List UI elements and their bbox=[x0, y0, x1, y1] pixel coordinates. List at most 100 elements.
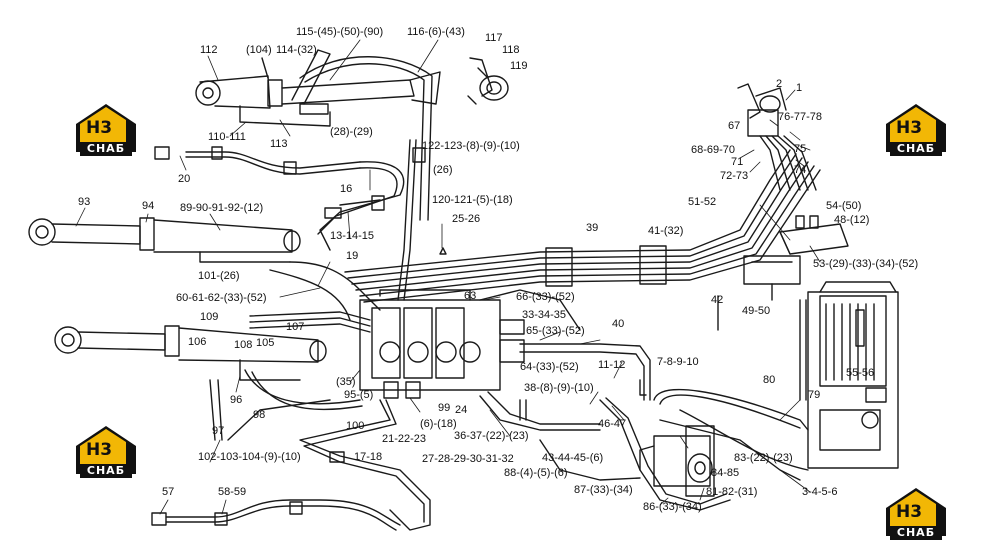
part-label: 58-59 bbox=[218, 486, 247, 498]
part-label: 39 bbox=[586, 222, 599, 234]
part-label: 38-(8)-(9)-(10) bbox=[524, 382, 594, 394]
part-label: 95-(5) bbox=[344, 389, 374, 401]
part-label: 24 bbox=[455, 404, 468, 416]
part-label: 86-(33)-(34) bbox=[643, 501, 702, 513]
part-label: 102-103-104-(9)-(10) bbox=[198, 451, 301, 463]
part-label: 41-(32) bbox=[648, 225, 684, 237]
brand-logo: H3 СНАБ bbox=[886, 100, 946, 160]
cylinder-left-upper bbox=[28, 217, 301, 263]
part-label: (35) bbox=[336, 376, 356, 388]
part-label: 105 bbox=[256, 337, 275, 349]
part-label: 72-73 bbox=[720, 170, 749, 182]
part-label: 107 bbox=[286, 321, 305, 333]
part-label: 97 bbox=[212, 425, 225, 437]
logo-name: СНАБ bbox=[890, 142, 942, 156]
part-label: 43-44-45-(6) bbox=[542, 452, 604, 464]
part-label: (26) bbox=[433, 164, 453, 176]
part-label: 60-61-62-(33)-(52) bbox=[176, 292, 267, 304]
part-label: 7-8-9-10 bbox=[657, 356, 699, 368]
part-label: 87-(33)-(34) bbox=[574, 484, 633, 496]
part-label: 64-(33)-(52) bbox=[520, 361, 579, 373]
cylinder-hoses bbox=[209, 261, 381, 441]
part-label: 54-(50) bbox=[826, 200, 862, 212]
part-label: 42 bbox=[711, 294, 724, 306]
part-label: 88-(4)-(5)-(6) bbox=[504, 467, 568, 479]
part-label: 75 bbox=[794, 143, 807, 155]
part-label: 51-52 bbox=[688, 196, 717, 208]
part-label: 76-77-78 bbox=[778, 111, 823, 123]
logo-mark: H3 bbox=[896, 502, 923, 522]
part-label: 106 bbox=[188, 336, 207, 348]
part-label: 110-111 bbox=[208, 131, 246, 143]
part-label: 79 bbox=[808, 389, 821, 401]
part-label: 17-18 bbox=[354, 451, 383, 463]
part-label: 2 bbox=[776, 78, 783, 90]
brand-logo: H3 СНАБ bbox=[76, 422, 136, 482]
bracket-assembly bbox=[467, 57, 509, 105]
part-label: 27-28-29-30-31-32 bbox=[422, 453, 514, 465]
part-label: 99 bbox=[438, 402, 451, 414]
logo-name: СНАБ bbox=[80, 142, 132, 156]
part-label: 112 bbox=[200, 44, 218, 56]
part-label: 21-22-23 bbox=[382, 433, 427, 445]
hose-bundle bbox=[344, 149, 821, 303]
part-label: 16 bbox=[340, 183, 353, 195]
part-label: 96 bbox=[230, 394, 243, 406]
part-label: 100 bbox=[346, 420, 365, 432]
part-label: 101-(26) bbox=[198, 270, 240, 282]
fittings bbox=[151, 146, 426, 526]
part-label: 57 bbox=[162, 486, 175, 498]
part-label: 40 bbox=[612, 318, 625, 330]
part-label: 113 bbox=[270, 138, 288, 150]
logo-mark: H3 bbox=[86, 440, 113, 460]
brand-logo: H3 СНАБ bbox=[886, 484, 946, 544]
part-label: 46-47 bbox=[598, 418, 627, 430]
filter-unit bbox=[743, 255, 801, 301]
part-label: 67 bbox=[728, 120, 741, 132]
upper-hoses bbox=[185, 56, 433, 301]
logo-mark: H3 bbox=[86, 118, 113, 138]
part-label: 118 bbox=[502, 44, 520, 56]
part-label: 93 bbox=[78, 196, 91, 208]
part-label: 119 bbox=[510, 60, 528, 72]
part-label: 114-(32) bbox=[276, 44, 317, 56]
tank-radiator bbox=[807, 281, 899, 469]
part-label: 108 bbox=[234, 339, 253, 351]
part-label: 80 bbox=[763, 374, 776, 386]
bottom-hoses bbox=[165, 399, 431, 531]
part-label: 20 bbox=[178, 173, 191, 185]
control-valve bbox=[359, 289, 525, 399]
hydraulic-pump bbox=[639, 425, 715, 497]
part-label: 71 bbox=[731, 156, 744, 168]
cylinder-left-lower bbox=[54, 325, 327, 381]
part-label: 94 bbox=[142, 200, 155, 212]
part-label: 81-82-(31) bbox=[706, 486, 758, 498]
logo-name: СНАБ bbox=[80, 464, 132, 478]
part-label: 116-(6)-(43) bbox=[407, 26, 465, 38]
part-label: 117 bbox=[485, 32, 503, 44]
part-label: 48-(12) bbox=[834, 214, 870, 226]
logo-shapes bbox=[76, 104, 946, 536]
part-label: 33-34-35 bbox=[522, 309, 567, 321]
part-label: 68-69-70 bbox=[691, 144, 736, 156]
part-label: 120-121-(5)-(18) bbox=[432, 194, 513, 206]
right-bracket bbox=[779, 215, 849, 255]
part-label: (28)-(29) bbox=[330, 126, 373, 138]
part-label: 84-85 bbox=[711, 467, 740, 479]
part-label: 109 bbox=[200, 311, 219, 323]
part-label: 36-37-(22)-(23) bbox=[454, 430, 529, 442]
part-label: (6)-(18) bbox=[420, 418, 457, 430]
part-label: 122-123-(8)-(9)-(10) bbox=[422, 140, 520, 152]
part-label: 1 bbox=[796, 82, 803, 94]
part-label: 63 bbox=[464, 290, 477, 302]
brand-logo: H3 СНАБ bbox=[76, 100, 136, 160]
part-label: 89-90-91-92-(12) bbox=[180, 202, 264, 214]
part-label: 115-(45)-(50)-(90) bbox=[296, 26, 384, 38]
part-label: 65-(33)-(52) bbox=[526, 325, 585, 337]
part-label: 66-(33)-(52) bbox=[516, 291, 575, 303]
part-label: 19 bbox=[346, 250, 359, 262]
part-label: 98 bbox=[253, 409, 266, 421]
part-label: 11-12 bbox=[598, 359, 626, 371]
